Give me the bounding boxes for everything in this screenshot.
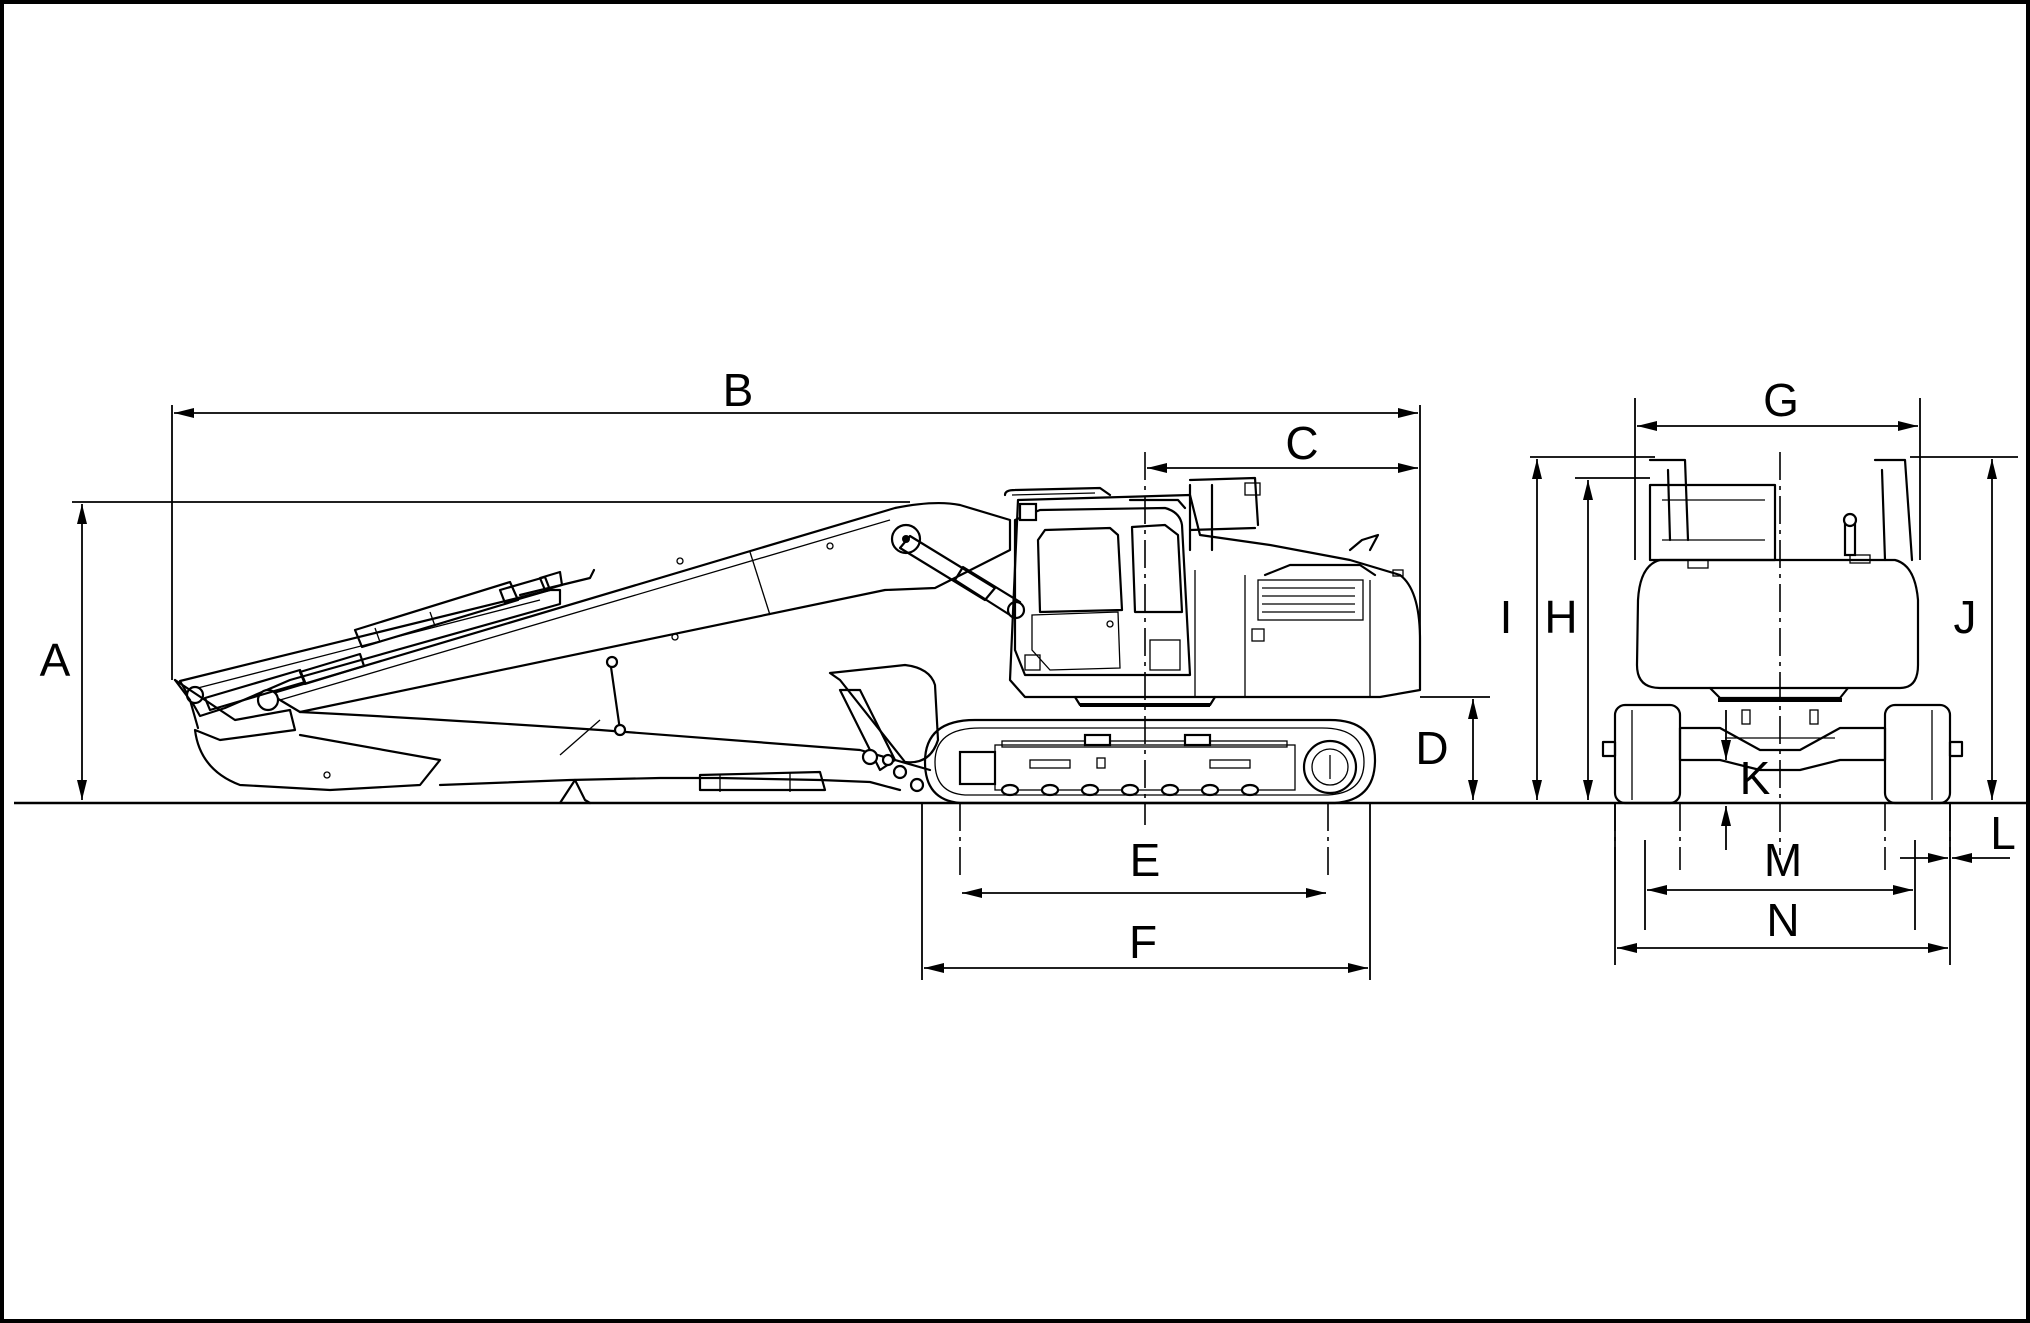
upper-structure <box>1008 493 1422 699</box>
rear-view <box>1601 458 1964 805</box>
label-l: L <box>1990 807 2016 859</box>
label-n: N <box>1766 894 1799 946</box>
sprocket <box>1302 739 1358 795</box>
label-j: J <box>1954 591 1977 643</box>
rear-track-right <box>1883 703 1964 805</box>
label-g: G <box>1763 374 1799 426</box>
center-lines <box>959 452 1951 875</box>
bucket <box>173 678 442 792</box>
boom <box>268 502 1012 772</box>
arm-cylinder <box>353 568 596 649</box>
label-e: E <box>1130 834 1161 886</box>
boom-foot-bracket <box>828 663 940 793</box>
dimension-lines <box>77 408 2010 973</box>
label-b: B <box>723 364 754 416</box>
track-rollers <box>1000 783 1260 797</box>
bucket-cylinder <box>203 652 366 712</box>
rear-engine-hood <box>1648 483 1777 562</box>
rear-handrail-right <box>1873 458 1914 562</box>
label-c: C <box>1285 417 1318 469</box>
label-d: D <box>1415 722 1448 774</box>
dimension-labels: A B C D E F G H I J K L M N <box>40 364 2016 968</box>
label-h: H <box>1544 591 1577 643</box>
engine-grille <box>1262 587 1355 613</box>
handrail <box>1128 476 1261 552</box>
boom-cylinder <box>898 534 1026 620</box>
boom-support-stand <box>438 655 902 805</box>
label-a: A <box>40 634 71 686</box>
label-i: I <box>1500 591 1513 643</box>
rear-carbody <box>1678 709 1887 772</box>
operator-cab <box>1003 486 1192 677</box>
rear-handrail-left <box>1648 458 1690 542</box>
label-f: F <box>1129 916 1157 968</box>
rear-track-left <box>1601 703 1682 805</box>
track-assembly <box>923 718 1377 805</box>
label-m: M <box>1764 834 1802 886</box>
label-k: K <box>1740 752 1771 804</box>
side-view <box>173 476 1422 805</box>
extension-lines <box>72 398 2018 980</box>
rear-counterweight <box>1635 558 1920 690</box>
